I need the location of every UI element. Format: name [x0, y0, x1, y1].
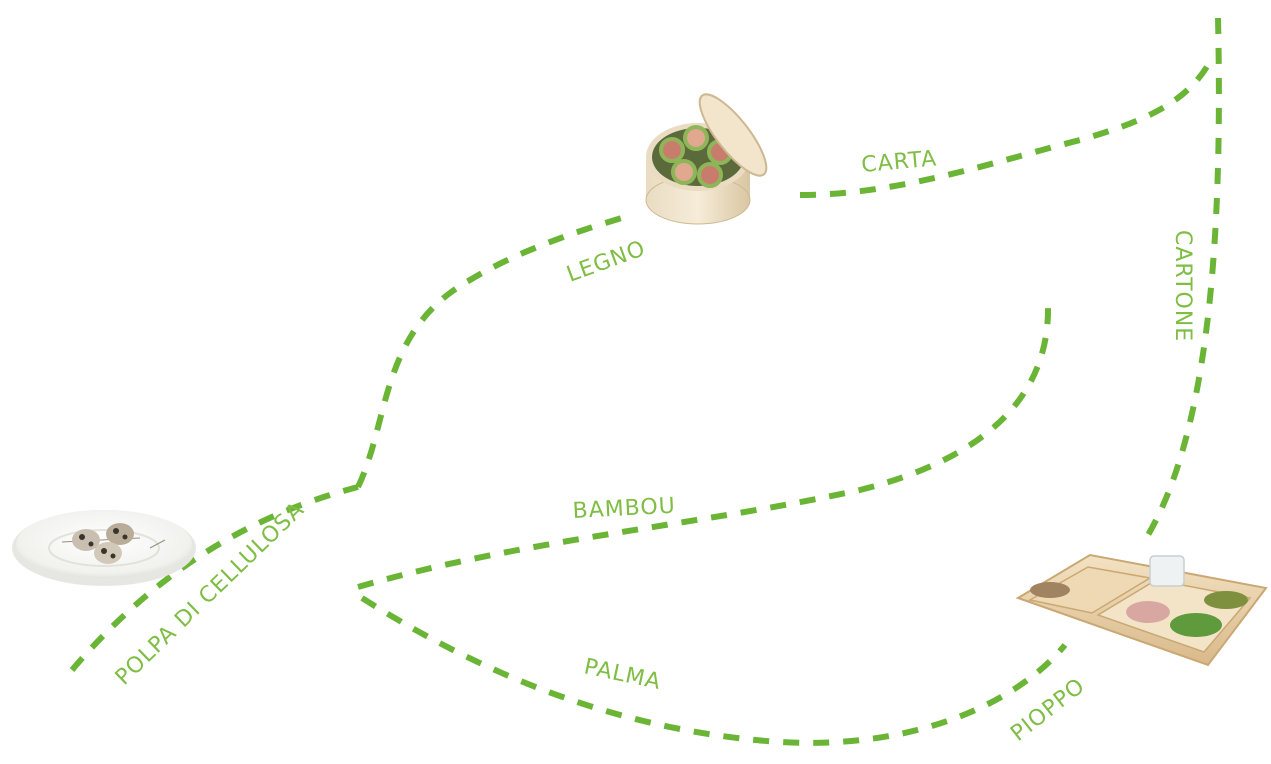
- path-palma: [362, 598, 1065, 743]
- labels: POLPA DI CELLULOSA LEGNO CARTA CARTONE B…: [111, 146, 1195, 746]
- label-cartone: CARTONE: [1170, 230, 1195, 342]
- label-bambou: BAMBOU: [572, 494, 676, 524]
- label-legno: LEGNO: [564, 236, 650, 288]
- label-carta: CARTA: [860, 146, 938, 178]
- path-bambou: [358, 305, 1048, 587]
- round-wooden-box-with-sushi-image: [646, 86, 776, 224]
- plate-with-quail-eggs-image: [12, 510, 196, 586]
- paths: [72, 18, 1219, 743]
- wooden-bento-tray-image: [1018, 555, 1266, 665]
- label-palma: PALMA: [582, 654, 664, 695]
